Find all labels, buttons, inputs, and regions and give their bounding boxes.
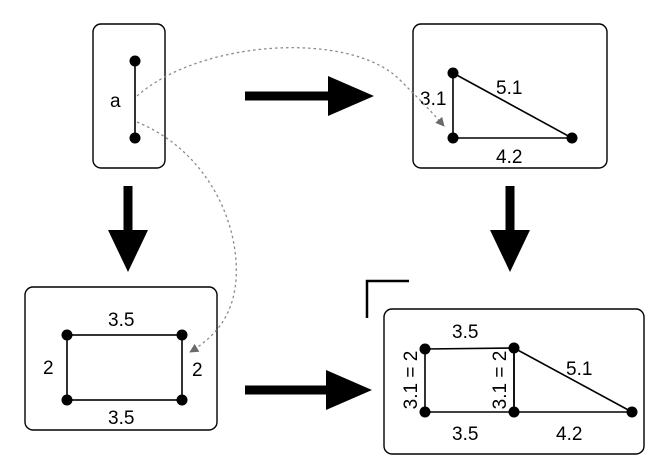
combined-middle-label: 3.1 = 2 xyxy=(490,351,511,410)
combined-right-vertex xyxy=(626,406,638,418)
triangle-box xyxy=(412,23,608,169)
rectangle-right-label: 2 xyxy=(192,360,203,381)
arrow-right-bottom xyxy=(245,370,372,410)
combined-top-left-vertex xyxy=(419,343,431,355)
segment-top-vertex xyxy=(129,55,141,67)
segment-box xyxy=(92,23,166,169)
arrow-down-right xyxy=(490,186,530,272)
rectangle-box xyxy=(24,286,218,431)
triangle-bottom-left-vertex xyxy=(447,132,459,144)
combined-top-mid-vertex xyxy=(508,342,520,354)
corner-mark xyxy=(365,279,409,318)
combined-bottom-left-vertex xyxy=(419,406,431,418)
triangle-hypotenuse-label: 5.1 xyxy=(496,78,522,99)
combined-rectangle-bottom-label: 3.5 xyxy=(452,424,478,445)
triangle-bottom-label: 4.2 xyxy=(496,147,522,168)
rectangle-top-right-vertex xyxy=(176,329,188,341)
triangle-left-label: 3.1 xyxy=(420,89,446,110)
arrow-right-top xyxy=(245,76,374,116)
triangle xyxy=(452,71,573,139)
rectangle-top-label: 3.5 xyxy=(108,310,134,331)
arrow-down-left xyxy=(108,186,148,272)
combined-triangle-bottom-label: 4.2 xyxy=(556,424,582,445)
rectangle-left-label: 2 xyxy=(43,358,54,379)
combined-triangle xyxy=(513,346,633,413)
combined-hypotenuse-label: 5.1 xyxy=(566,359,592,380)
rectangle xyxy=(66,334,183,401)
rectangle-bottom-label: 3.5 xyxy=(108,408,134,429)
segment-label: a xyxy=(110,91,121,112)
dotted-arrow-to-triangle xyxy=(136,47,445,127)
rectangle-top-left-vertex xyxy=(61,329,73,341)
combined-bottom-mid-vertex xyxy=(508,406,520,418)
combined-left-label: 3.1 = 2 xyxy=(401,351,422,410)
combined-rectangle-top-label: 3.5 xyxy=(452,322,478,343)
triangle-top-vertex xyxy=(447,67,459,79)
triangle-right-vertex xyxy=(566,132,578,144)
rectangle-bottom-right-vertex xyxy=(176,394,188,406)
segment-bottom-vertex xyxy=(129,132,141,144)
rectangle-bottom-left-vertex xyxy=(61,394,73,406)
